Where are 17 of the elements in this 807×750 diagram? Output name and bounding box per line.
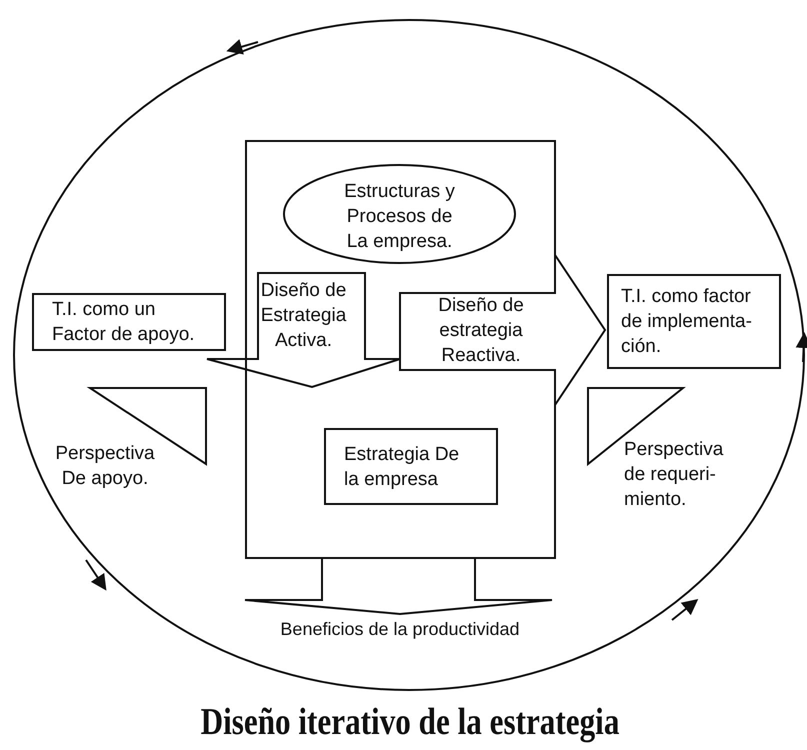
node-label: T.I. como factor de implementa- ción.: [621, 285, 753, 359]
node-label: Estrategia De la empresa: [344, 442, 460, 492]
node-label: Estructuras y Procesos de La empresa.: [343, 180, 456, 254]
arrow-shaped-box: [398, 253, 608, 407]
node-label: Diseño de Estrategia Activa.: [260, 279, 348, 353]
ellipse-node: [283, 164, 516, 264]
node-label: Diseño de estrategia Reactiva.: [437, 294, 525, 368]
text-label: Beneficios de la productividad: [279, 618, 521, 641]
process-box: [607, 274, 781, 369]
arrow-shaped-box: [205, 272, 402, 390]
process-box: [32, 293, 226, 351]
node-label: T.I. como un Factor de apoyo.: [52, 298, 196, 347]
text-label: Perspectiva De apoyo.: [54, 442, 156, 491]
process-box: [324, 428, 498, 505]
container-box: [245, 140, 556, 559]
title: Diseño iterativo de la estrategia: [200, 700, 620, 744]
text-label: Perspectiva de requeri- miento.: [624, 438, 724, 512]
